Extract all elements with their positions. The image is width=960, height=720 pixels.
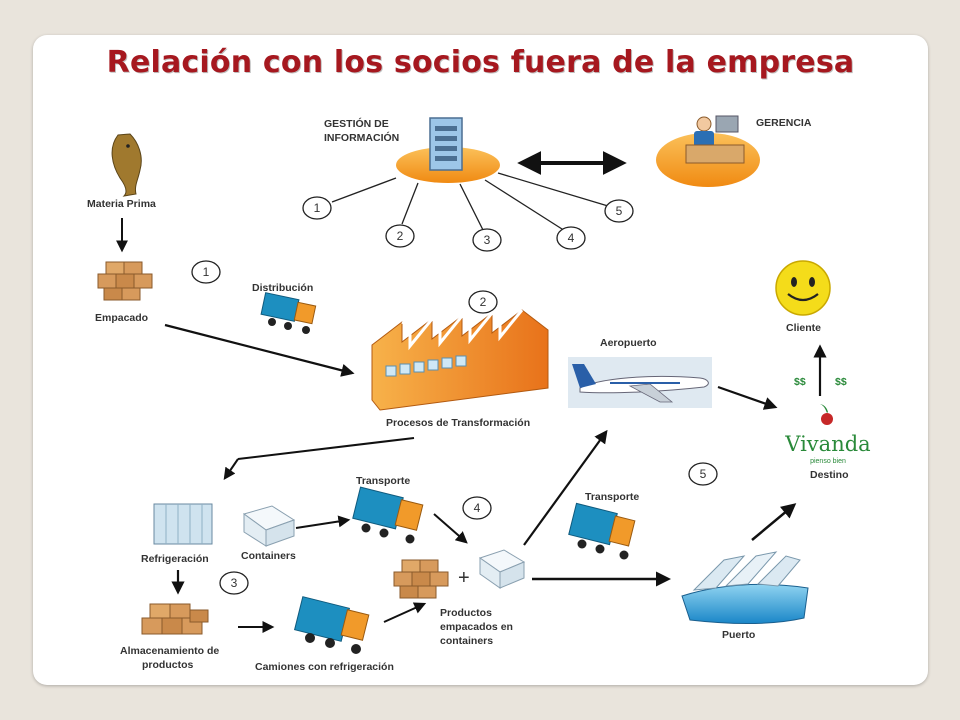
- refrigerated-truck-icon: [293, 596, 370, 654]
- refrigeracion-label: Refrigeración: [141, 553, 209, 565]
- gestion-label-line2: INFORMACIÓN: [324, 131, 399, 144]
- delivery-truck-icon: [260, 292, 317, 334]
- boxes-icon: [97, 261, 153, 301]
- arrow-empacado-procesos: [164, 323, 355, 377]
- aeropuerto-label: Aeropuerto: [600, 337, 657, 349]
- productos-label-line1: Productos: [440, 607, 492, 619]
- almacenamiento-label-line2: productos: [142, 659, 193, 671]
- step-number-3: 3: [219, 571, 249, 595]
- svg-text:4: 4: [474, 501, 481, 515]
- ship-icon: [681, 551, 809, 625]
- empacado-label: Empacado: [95, 312, 148, 324]
- arrow-lower-drop: [223, 458, 239, 480]
- arrow-containers-transporte: [295, 515, 351, 529]
- svg-text:5: 5: [616, 204, 623, 218]
- transporte-label-2: Transporte: [585, 491, 639, 503]
- information-hub: GESTIÓN DE INFORMACIÓN 1 2 3 4: [302, 117, 634, 252]
- vivanda-tagline: pienso bien: [810, 458, 846, 465]
- procesos-label: Procesos de Transformación: [386, 417, 530, 429]
- step-number-4: 4: [462, 496, 492, 520]
- almacenamiento-label-line1: Almacenamiento de: [120, 645, 219, 657]
- distribucion-label: Distribución: [252, 282, 313, 294]
- cold-storage-icon: [153, 503, 213, 545]
- cliente-label: Cliente: [786, 322, 821, 334]
- server-icon: [429, 117, 463, 171]
- svg-text:2: 2: [480, 295, 487, 309]
- transporte-label-1: Transporte: [356, 475, 410, 487]
- svg-text:5: 5: [700, 467, 707, 481]
- fish-icon: [111, 133, 142, 197]
- smiley-icon: [775, 260, 831, 316]
- containers-label: Containers: [241, 550, 296, 562]
- svg-text:1: 1: [314, 201, 321, 215]
- storage-boxes-icon: [141, 603, 209, 635]
- gestion-label-line1: GESTIÓN DE: [324, 117, 389, 130]
- hub-node-2: 2: [385, 224, 415, 248]
- arrow-transporte-productos: [433, 513, 468, 544]
- svg-text:1: 1: [203, 265, 210, 279]
- hub-node-1: 1: [302, 196, 332, 220]
- hub-node-5: 5: [604, 199, 634, 223]
- puerto-label: Puerto: [722, 629, 755, 641]
- product-container-icon: [478, 549, 526, 589]
- product-boxes-icon: [393, 559, 449, 599]
- svg-text:3: 3: [231, 576, 238, 590]
- step-number-5: 5: [688, 462, 718, 486]
- svg-text:3: 3: [484, 233, 491, 247]
- materia-prima-label: Materia Prima: [87, 198, 156, 210]
- gerencia-label: GERENCIA: [756, 117, 812, 129]
- supply-chain-diagram: GESTIÓN DE INFORMACIÓN 1 2 3 4: [87, 115, 871, 673]
- productos-label-line3: containers: [440, 635, 493, 647]
- money-label-right: $$: [835, 376, 847, 388]
- svg-text:2: 2: [397, 229, 404, 243]
- manager-at-desk-icon: [685, 115, 745, 164]
- slide-card: Relación con los socios fuera de la empr…: [33, 35, 928, 685]
- gerencia-group: GERENCIA: [656, 115, 812, 187]
- money-label-left: $$: [794, 376, 806, 388]
- plus-sign: +: [458, 567, 470, 589]
- airplane-icon: [568, 357, 712, 408]
- arrow-camiones-productos: [383, 602, 427, 623]
- arrow-puerto-destino: [751, 503, 797, 541]
- step-number-1: 1: [191, 260, 221, 284]
- destino-label: Destino: [810, 469, 849, 481]
- vivanda-wordmark: Vivanda: [784, 432, 870, 456]
- hub-node-4: 4: [556, 226, 586, 250]
- step-number-2: 2: [468, 290, 498, 314]
- hub-node-3: 3: [472, 228, 502, 252]
- arrow-productos-aeropuerto: [523, 429, 608, 546]
- vivanda-logo: Vivanda pienso bien: [784, 404, 871, 465]
- transport-truck-icon: [352, 486, 424, 544]
- slide-title: Relación con los socios fuera de la empr…: [106, 45, 855, 80]
- productos-label-line2: empacados en: [440, 621, 513, 633]
- camiones-label: Camiones con refrigeración: [255, 661, 394, 673]
- factory-icon: [371, 309, 549, 411]
- container-icon: [242, 505, 296, 547]
- transport-truck-2-icon: [568, 502, 636, 560]
- arrow-aeropuerto-destino: [717, 385, 778, 410]
- arrow-procesos-lower: [237, 437, 415, 460]
- svg-text:4: 4: [568, 231, 575, 245]
